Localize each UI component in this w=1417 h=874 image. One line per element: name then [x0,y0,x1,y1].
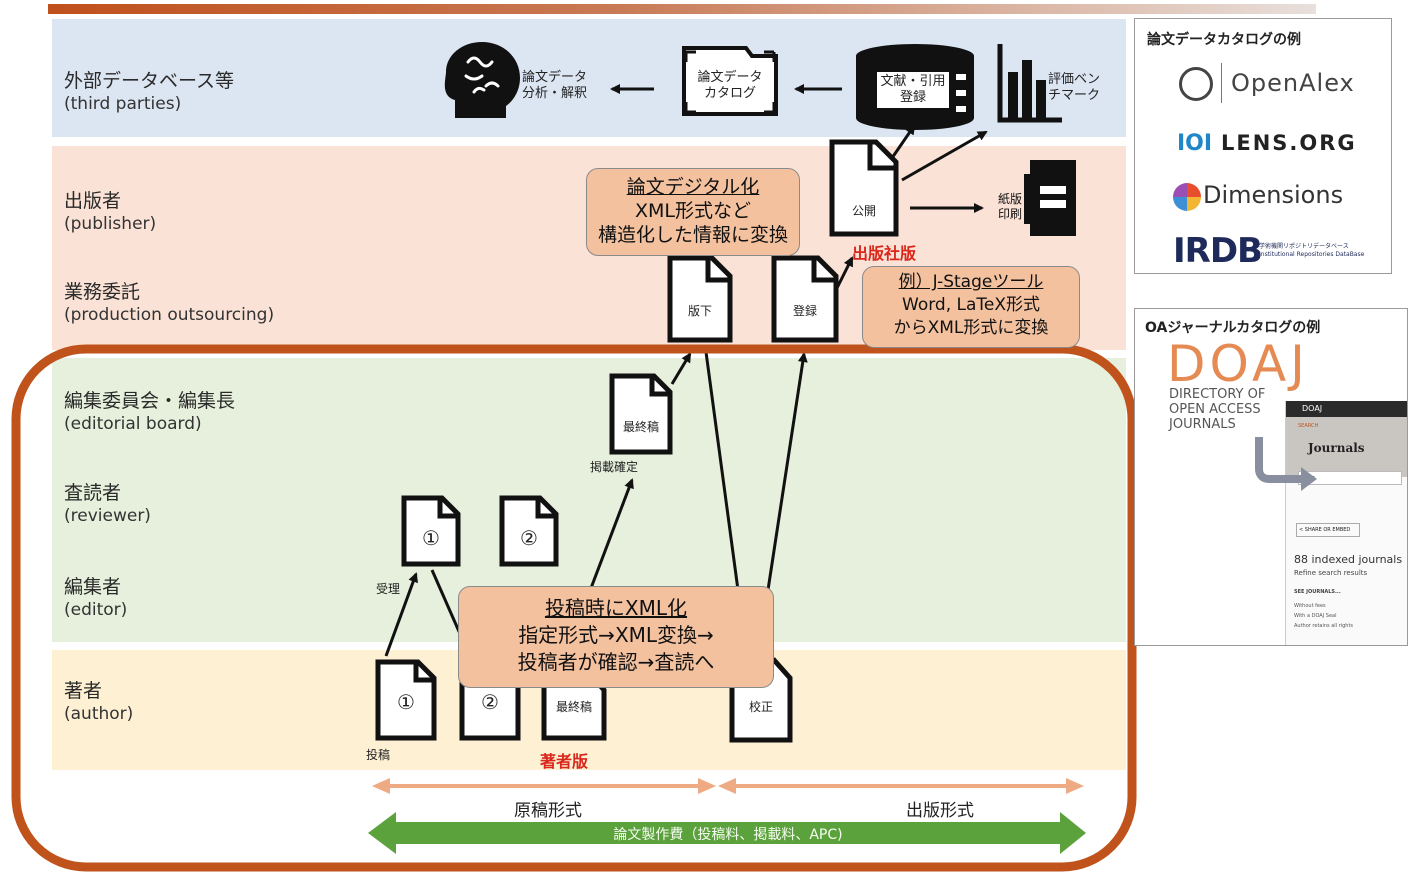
catalog-panel-title: 論文データカタログの例 [1147,32,1301,48]
openalex-label: OpenAlex [1231,69,1355,97]
dimensions-logo-icon [1173,183,1201,211]
print-icon [1024,160,1076,236]
dimensions-label: Dimensions [1203,181,1344,209]
accepted-label: 掲載確定 [590,460,639,474]
publisher-version-label: 出版社版 [852,244,917,263]
register-doc-label: 登録 [792,304,817,318]
format-arrows [372,778,1084,794]
row-label-publisher: 出版者(publisher) [64,190,157,234]
catalog-label: 論文データカタログ [697,70,763,101]
proof-doc-label: 校正 [748,700,773,714]
doaj-shot-see: SEE JOURNALS... [1294,589,1341,595]
head-analysis-icon [444,42,520,118]
review2-doc-label: ② [520,526,538,550]
publish-doc-label: 公開 [851,204,876,218]
received-label: 受理 [376,582,401,596]
callout-submission-xml: 投稿時にXML化 指定形式→XML変換→ 投稿者が確認→査読へ [458,586,774,688]
review1-doc-label: ① [422,526,440,550]
doaj-shot-share: < SHARE OR EMBED [1296,523,1360,537]
author2-doc-label: ② [481,690,499,714]
submission-label: 投稿 [366,748,391,762]
doaj-logo: DOAJ [1167,335,1309,393]
oa-panel-title: OAジャーナルカタログの例 [1145,320,1321,336]
register-doc-icon [771,255,839,343]
cost-bar-label: 論文製作費（投稿料、掲載料、APC) [613,827,843,843]
catalog-doc-icon [682,46,778,116]
irdb-label: IRDB [1173,231,1263,271]
benchmark-chart-icon [997,44,1062,123]
doaj-shot-search: SEARCH [1298,423,1319,429]
top-accent-bar [48,4,1316,14]
hanshita-doc-label: 版下 [687,304,712,318]
analysis-label: 論文データ分析・解釈 [522,70,588,101]
author1-doc-icon [375,659,437,741]
doaj-shot-journals: Journals [1308,441,1365,455]
lens-label: LENS.ORG [1221,131,1357,155]
hanshita-doc-icon [667,255,733,343]
catalog-examples-panel: 論文データカタログの例 OpenAlex IOI LENS.ORG Dimens… [1134,18,1392,274]
doaj-shot-count: 88 indexed journals [1294,553,1403,566]
benchmark-label: 評価ベンチマーク [1048,72,1101,103]
publish-doc-icon [829,139,899,237]
final-editorial-doc-label: 最終稿 [622,420,659,434]
manuscript-format-label: 原稿形式 [514,801,582,821]
row-label-reviewer: 査読者(reviewer) [64,482,151,526]
print-label: 紙版印刷 [998,192,1023,221]
row-label-outsourcing: 業務委託(production outsourcing) [64,281,275,325]
callout-digitize: 論文デジタル化 XML形式など 構造化した情報に変換 [586,168,800,256]
openalex-logo-icon [1179,67,1213,101]
author-version-label: 著者版 [540,752,589,771]
review2-doc-icon [499,495,559,567]
database-icon [856,44,974,130]
publication-format-label: 出版形式 [906,801,974,821]
cost-arrow [368,812,1086,854]
author-side-frame [11,344,1137,872]
final-editorial-doc-icon [609,373,673,455]
callout-jstage: 例）J-Stageツール Word, LaTeX形式 からXML形式に変換 [862,266,1080,348]
row-label-author: 著者(author) [64,680,134,724]
doaj-shot-refine: Refine search results [1294,569,1368,577]
citation-db-label: 文献・引用登録 [880,74,946,105]
doaj-shot-header: DOAJ [1286,401,1407,417]
doaj-pointer-arrow-icon [1255,437,1317,491]
row-label-third-parties: 外部データベース等(third parties) [64,70,235,114]
doaj-screenshot: DOAJ SEARCH Journals Japan < SHARE OR EM… [1285,401,1407,645]
author1-doc-label: ① [397,690,415,714]
row-label-editor: 編集者(editor) [64,576,128,620]
review1-doc-icon [401,495,461,567]
row-label-editorial-board: 編集委員会・編集長(editorial board) [64,390,236,434]
lens-logo-icon: IOI [1177,131,1213,156]
doaj-shot-options: Without fees With a DOAJ Seal Author ret… [1294,603,1354,629]
author-final-doc-label: 最終稿 [555,700,592,714]
